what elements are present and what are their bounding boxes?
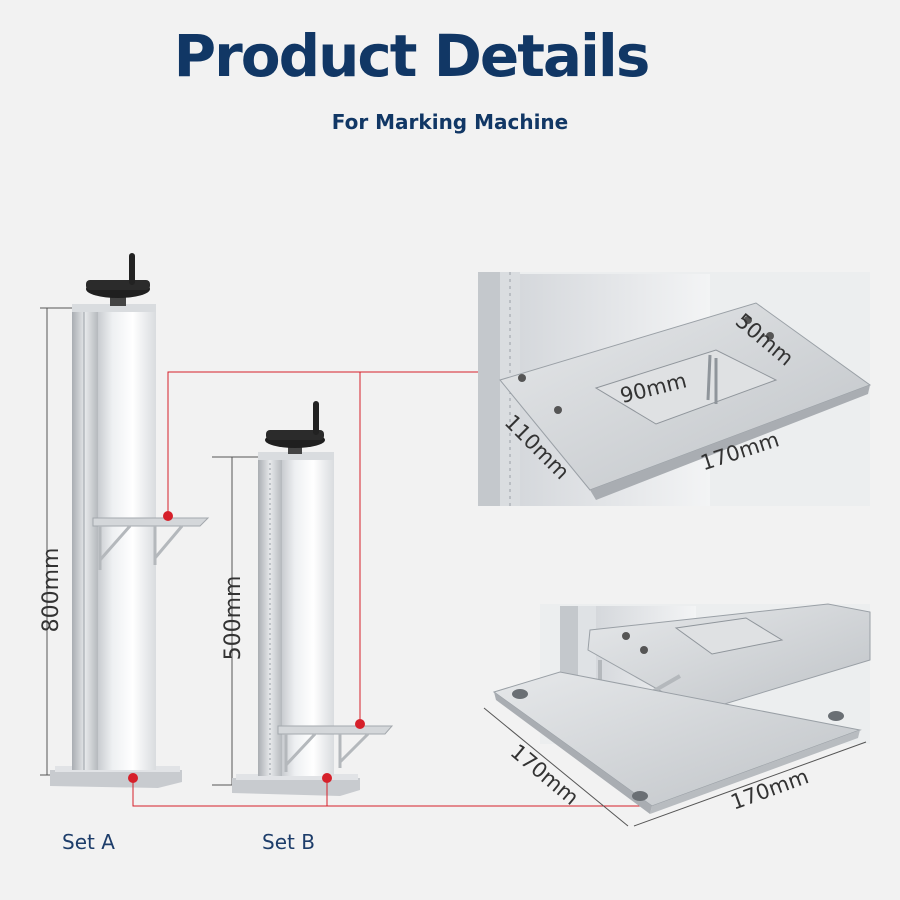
- base-detail-view: [483, 603, 871, 827]
- marker-dot-set-b-plate: [355, 719, 365, 729]
- marker-dot-set-b-base: [322, 773, 332, 783]
- marker-dot-set-a-base: [128, 773, 138, 783]
- plate-detail-view: [478, 272, 872, 506]
- page-title: Product Details: [173, 22, 651, 90]
- set-b-label: Set B: [262, 830, 315, 854]
- set-b-height-label: 500mm: [221, 576, 246, 661]
- set-a-label: Set A: [62, 830, 115, 854]
- set-a-height-label: 800mm: [39, 548, 64, 633]
- marker-dot-set-a-plate: [163, 511, 173, 521]
- set-a-stand: [40, 253, 210, 788]
- page-subtitle: For Marking Machine: [331, 110, 569, 134]
